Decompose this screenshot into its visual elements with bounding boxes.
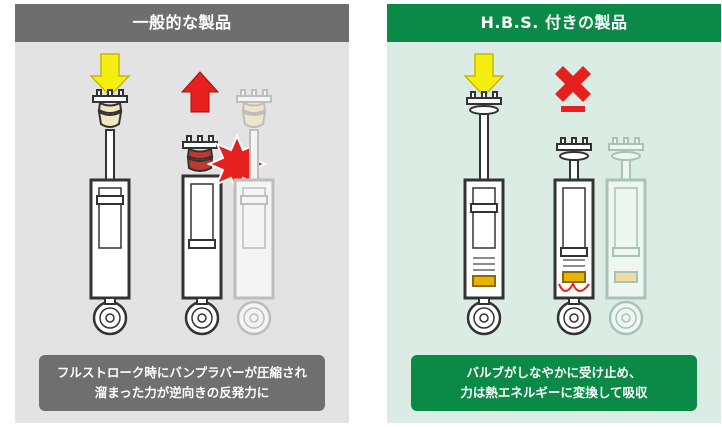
down-arrow-icon: [89, 53, 131, 98]
shock-absorber-normal: [89, 89, 131, 336]
hbs-product-illustration: [463, 53, 647, 336]
shock-absorber-ghost: [233, 89, 275, 336]
general-product-illustration: [89, 53, 275, 336]
caption-hbs-line-2: 力は熱エネルギーに変換して吸収: [460, 385, 648, 400]
shock-absorber-compressed: [181, 135, 223, 336]
shock-absorber-hbs-compressed: [553, 137, 595, 336]
caption-hbs-line-1: バルブがしなやかに受け止め、: [466, 365, 642, 380]
panel-hbs-product: H.B.S. 付きの製品: [387, 4, 721, 423]
caption-general-line-1: フルストローク時にバンプラバーが圧縮され: [56, 365, 308, 380]
panel-header-hbs: H.B.S. 付きの製品: [387, 4, 721, 42]
panel-general-product: 一般的な製品: [15, 4, 349, 423]
down-arrow-icon: [463, 53, 505, 98]
caption-hbs: バルブがしなやかに受け止め、 力は熱エネルギーに変換して吸収: [411, 355, 697, 411]
cross-icon: [555, 66, 591, 112]
panel-header-general: 一般的な製品: [15, 4, 349, 42]
shock-absorber-hbs-normal: [463, 91, 505, 336]
up-arrow-icon: [180, 71, 220, 113]
caption-general-line-2: 溜まった力が逆向きの反発力に: [94, 385, 270, 400]
caption-general: フルストローク時にバンプラバーが圧縮され 溜まった力が逆向きの反発力に: [39, 355, 325, 411]
shock-absorber-hbs-ghost: [605, 137, 647, 336]
